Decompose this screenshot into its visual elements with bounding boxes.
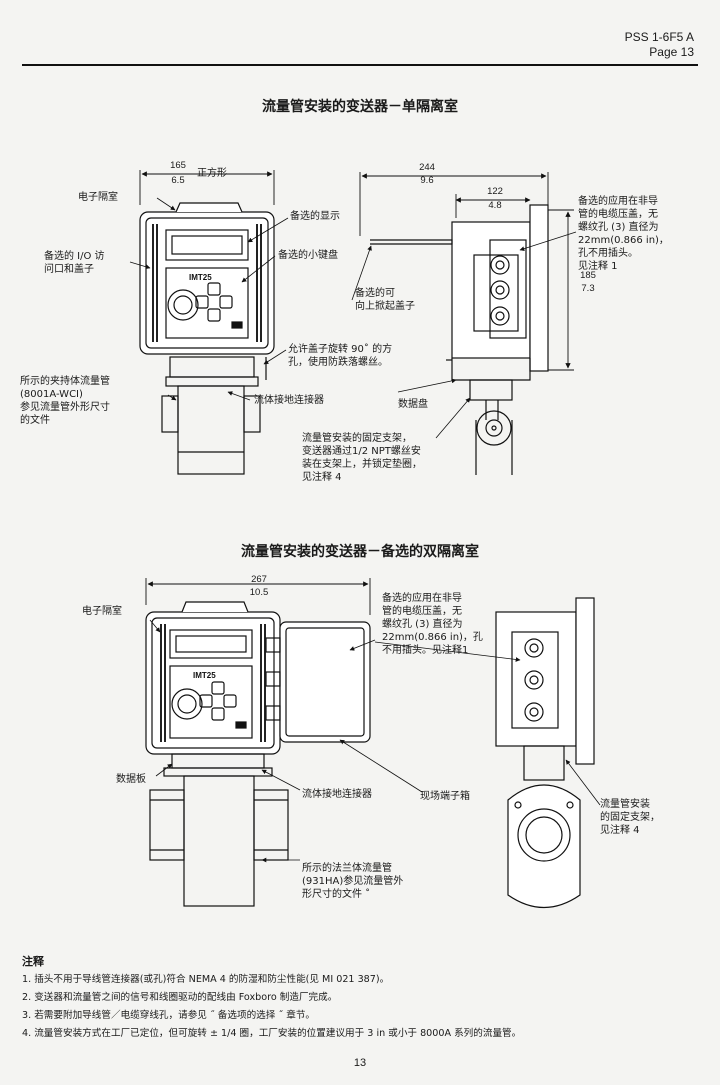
note-item: 3. 若需要附加导线管／电缆穿线孔，请参见 ˝ 备选项的选择 ˝ 章节。 [22,1010,316,1021]
doc-id: PSS 1-6F5 A [624,30,694,44]
fig2-dim-width-in: 10.5 [249,587,269,598]
fig1-dim-depth-mm: 244 [419,162,435,173]
fig1-ground-connector-label: 流体接地连接器 [254,395,324,406]
fig2-flanged-tube-label: 所示的法兰体流量管 (931HA)参见流量管外 形尺寸的文件 ˚ [302,863,404,900]
fig1-front-housing [139,202,275,475]
fig1-square-label: 正方形 [197,168,227,179]
page-label: Page 13 [649,45,694,59]
fig1-dim-height-in: 7.3 [581,283,595,294]
fig2-ground-connector-label: 流体接地连接器 [302,789,372,800]
header-rule [22,64,698,66]
fig2-data-plate-label: 数据板 [116,774,146,785]
fig2-bracket-note: 流量管安装 的固定支架， 见注释 4 [600,799,660,836]
fig1-hinged-cover-label: 备选的可 向上掀起盖子 [355,288,415,312]
page-number: 13 [353,1057,367,1069]
note-item: 4. 流量管安装方式在工厂已定位，但可旋转 ± 1/4 圈，工厂安装的位置建议用… [22,1028,522,1039]
fig1-side-housing [370,204,549,475]
fig1-dim-height-mm: 185 [580,270,596,281]
notes-section: 注释 1. 插头不用于导线管连接器(或孔)符合 NEMA 4 的防湿和防尘性能(… [22,953,702,1043]
fig1-dim-width-mm: 165 [170,160,186,171]
fig1-dim-half-in: 4.8 [488,200,502,211]
note-item: 1. 插头不用于导线管连接器(或孔)符合 NEMA 4 的防湿和防尘性能(见 M… [22,974,390,985]
fig1-dim-width-in: 6.5 [171,175,185,186]
fig2-side-housing [495,597,595,909]
fig1-bracket-note: 流量管安装的固定支架， 变送器通过1/2 NPT螺丝安 装在支架上，并锁定垫圈，… [302,433,422,483]
fig1-dim-half-mm: 122 [487,186,503,197]
fig2-conduit-note: 备选的应用在非导 管的电缆压盖，无 螺纹孔 (3) 直径为 22mm(0.866… [382,593,483,656]
figure2-title: 流量管安装的变送器－备选的双隔离室 [241,544,479,560]
fig1-io-access-label: 备选的 I/O 访 问口和盖子 [44,251,105,275]
fig2-electronics-housing-label: 电子隔室 [82,606,122,617]
fig1-dim-depth-in: 9.6 [420,175,434,186]
fig1-wafer-tube-label: 所示的夹持体流量管 (8001A-WCI) 参见流量管外形尺寸 的文件 [20,376,110,426]
note-item: 2. 变送器和流量管之间的信号和线圈驱动的配线由 Foxboro 制造厂完成。 [22,992,338,1003]
fig2-dim-width-mm: 267 [251,574,267,585]
fig1-display-tag: IMT25 [189,273,212,282]
fig1-data-plate-label: 数据盘 [398,399,428,410]
fig2-field-terminal-label: 现场端子箱 [420,791,470,802]
figure1-title: 流量管安装的变送器－单隔离室 [262,99,458,115]
fig2-front-housing [145,601,371,907]
fig1-conduit-note: 备选的应用在非导 管的电缆压盖，无 螺纹孔 (3) 直径为 22mm(0.866… [578,196,669,272]
fig1-rotate-cover-label: 允许盖子旋转 90˚ 的方 孔，使用防跌落螺丝。 [288,344,393,368]
fig1-electronics-housing-label: 电子隔室 [78,192,118,203]
fig2-display-tag: IMT25 [193,671,216,680]
notes-heading: 注释 [22,955,44,968]
fig1-optional-keypad-label: 备选的小键盘 [278,250,338,261]
fig1-optional-display-label: 备选的显示 [290,211,340,222]
